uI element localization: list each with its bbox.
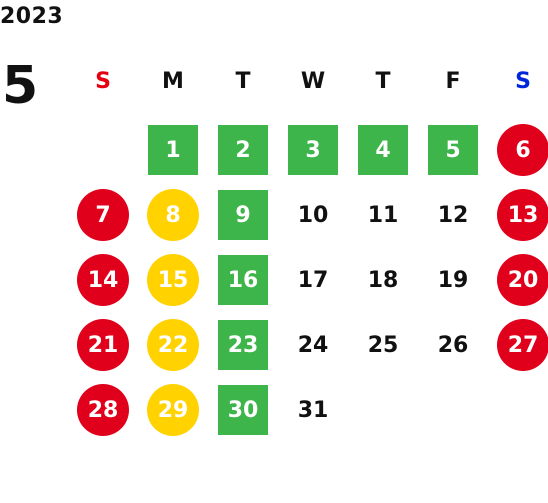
- calendar-day-cell: 31: [278, 384, 348, 436]
- day-number[interactable]: 6: [497, 124, 548, 176]
- day-number[interactable]: 13: [497, 189, 548, 241]
- calendar-day-cell: 18: [348, 254, 418, 306]
- calendar-day-cell: 12: [418, 189, 488, 241]
- calendar-day-cell: 26: [418, 319, 488, 371]
- calendar-day-cell: 4: [348, 124, 418, 176]
- day-number[interactable]: 11: [367, 202, 399, 228]
- calendar-day-cell: 25: [348, 319, 418, 371]
- calendar-day-cell: 30: [208, 384, 278, 436]
- calendar-day-cell: 13: [488, 189, 548, 241]
- calendar-day-cell: [418, 384, 488, 436]
- day-number[interactable]: 22: [147, 319, 199, 371]
- calendar-day-cell: [488, 384, 548, 436]
- calendar-day-cell: 17: [278, 254, 348, 306]
- calendar-day-cell: 24: [278, 319, 348, 371]
- calendar-day-cell: 5: [418, 124, 488, 176]
- day-number[interactable]: 23: [218, 320, 268, 370]
- day-number[interactable]: 28: [77, 384, 129, 436]
- day-number[interactable]: 16: [218, 255, 268, 305]
- calendar-day-cell: 20: [488, 254, 548, 306]
- weekday-header: W: [300, 68, 326, 94]
- day-number[interactable]: 4: [358, 125, 408, 175]
- day-number[interactable]: 24: [297, 332, 329, 358]
- day-number[interactable]: 27: [497, 319, 548, 371]
- day-number[interactable]: 7: [77, 189, 129, 241]
- calendar-day-cell: 11: [348, 189, 418, 241]
- calendar-day-cell: 9: [208, 189, 278, 241]
- day-number[interactable]: 31: [297, 397, 329, 423]
- calendar-day-cell: [348, 384, 418, 436]
- day-number[interactable]: 3: [288, 125, 338, 175]
- weekday-header: T: [235, 68, 251, 94]
- weekday-header: M: [162, 68, 184, 94]
- month-number: 5: [2, 56, 39, 116]
- calendar-day-cell: 14: [68, 254, 138, 306]
- day-number[interactable]: 12: [437, 202, 469, 228]
- day-number[interactable]: 19: [437, 267, 469, 293]
- day-number[interactable]: 30: [218, 385, 268, 435]
- year-label: 2023: [0, 4, 64, 29]
- calendar-day-cell: 29: [138, 384, 208, 436]
- day-number[interactable]: 29: [147, 384, 199, 436]
- calendar-day-cell: 19: [418, 254, 488, 306]
- day-number[interactable]: 20: [497, 254, 548, 306]
- day-number[interactable]: 21: [77, 319, 129, 371]
- calendar-day-cell: 6: [488, 124, 548, 176]
- day-number[interactable]: 18: [367, 267, 399, 293]
- day-number[interactable]: 15: [147, 254, 199, 306]
- weekday-header: T: [375, 68, 391, 94]
- weekday-header: S: [95, 68, 111, 94]
- day-number[interactable]: 8: [147, 189, 199, 241]
- day-number[interactable]: 1: [148, 125, 198, 175]
- calendar-day-cell: 16: [208, 254, 278, 306]
- weekday-header: S: [515, 68, 531, 94]
- calendar-day-cell: 22: [138, 319, 208, 371]
- weekday-header: F: [445, 68, 461, 94]
- day-number[interactable]: 2: [218, 125, 268, 175]
- calendar-day-cell: 21: [68, 319, 138, 371]
- day-number[interactable]: 14: [77, 254, 129, 306]
- calendar-day-cell: 28: [68, 384, 138, 436]
- calendar-day-cell: 23: [208, 319, 278, 371]
- day-number[interactable]: 5: [428, 125, 478, 175]
- day-number[interactable]: 17: [297, 267, 329, 293]
- calendar-day-cell: 8: [138, 189, 208, 241]
- calendar-day-cell: 15: [138, 254, 208, 306]
- day-number[interactable]: 10: [297, 202, 329, 228]
- calendar-day-cell: 3: [278, 124, 348, 176]
- day-number[interactable]: 25: [367, 332, 399, 358]
- day-number[interactable]: 9: [218, 190, 268, 240]
- calendar-day-cell: 10: [278, 189, 348, 241]
- day-number[interactable]: 26: [437, 332, 469, 358]
- calendar-day-cell: 7: [68, 189, 138, 241]
- calendar-day-cell: 1: [138, 124, 208, 176]
- calendar-day-cell: 2: [208, 124, 278, 176]
- calendar-day-cell: [68, 124, 138, 176]
- calendar-day-cell: 27: [488, 319, 548, 371]
